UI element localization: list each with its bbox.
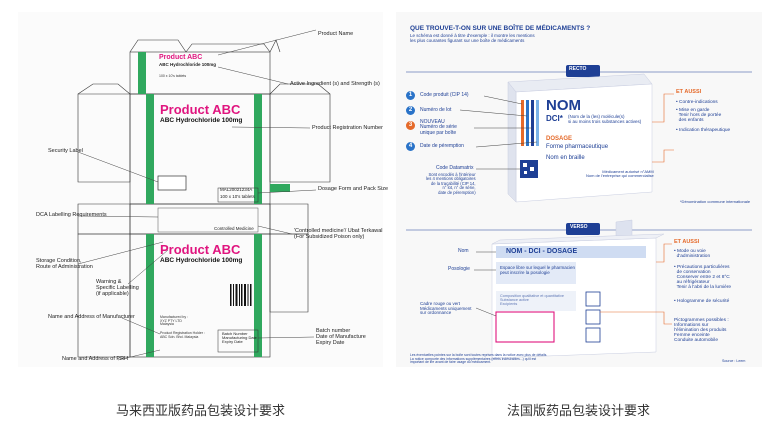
- infographic-drawing: [406, 65, 752, 359]
- box-dci-note: (Nom de la (les) molécule(s) si au moins…: [568, 114, 642, 124]
- top-ingredient: ABC Hydrochloride 100mg: [159, 62, 217, 67]
- recto-badge-bg: [566, 65, 600, 77]
- num-1: 1: [406, 91, 415, 100]
- malaysia-packaging-diagram: Product ABC ABC Hydrochloride 100mg 100 …: [18, 12, 388, 367]
- pack-size: 100 x 10's tablets: [220, 194, 255, 199]
- label-controlled: 'Controlled medicine'/ Ubat Terkawal (Fo…: [294, 228, 383, 240]
- recto-item-3: NOUVEAU Numéro de série unique par boîte: [420, 119, 457, 136]
- recto-item-2: Numéro de lot: [420, 107, 452, 113]
- car-pictogram-icon: [585, 327, 601, 343]
- verso-badge-bg: [566, 223, 600, 235]
- box-back-posologie: Espace libre sur lequel le pharmacien pe…: [500, 265, 576, 275]
- verso-aussi-title: ET AUSSI: [674, 239, 700, 245]
- box-braille: Nom en braille: [546, 155, 585, 161]
- label-manufacturer: Name and Address of Manufacturer: [48, 314, 135, 320]
- recto-aussi-3: • Indication thérapeutique: [676, 128, 731, 133]
- recto-item-1: Code produit (CIP 14): [420, 92, 469, 98]
- controlled-medicine: Controlled Medicine: [214, 226, 254, 231]
- verso-aussi-2: • Précautions particulières de conservat…: [674, 265, 732, 291]
- pictogrammes: Pictogrammes possibles : Informations su…: [674, 318, 729, 344]
- box-amm: Médicament autorisé n°AMM Nom de l'entre…: [586, 169, 654, 179]
- box-back-composition: Composition qualitative et quantitative …: [500, 294, 564, 306]
- main-product-name: Product ABC: [160, 102, 241, 117]
- recto-badge: RECTO: [569, 66, 587, 72]
- label-batch: Batch number Date of Manufacture Expiry …: [316, 328, 366, 346]
- label-dca: DCA Labelling Requirements: [36, 212, 107, 218]
- verso-label-posologie: Posologie: [448, 266, 470, 272]
- barcode-icon: [230, 284, 252, 306]
- main-ingredient: ABC Hydrochloride 100mg: [160, 117, 243, 124]
- recto-aussi-2: • Mise en garde Tenir hors de portée des…: [676, 108, 722, 124]
- verso-label-nom: Nom: [458, 248, 469, 254]
- back-product-name: Product ABC: [160, 242, 241, 257]
- red-frame: [495, 311, 555, 343]
- bin-pictogram-icon: [585, 291, 601, 307]
- recto-item-4: Date de péremption: [420, 143, 464, 149]
- box-forme: Forme pharmaceutique: [546, 144, 609, 150]
- pregnant-pictogram-icon: [585, 309, 601, 325]
- caption-malaysia: 马来西亚版药品包装设计要求: [115, 403, 285, 418]
- recto-aussi-1: • Contre-indications: [676, 100, 718, 105]
- bottom-note: Les éventuelles pointes sur la boîte son…: [410, 353, 548, 365]
- datamatrix-icon: [520, 160, 538, 178]
- box-back-title: NOM - DCI - DOSAGE: [506, 248, 578, 255]
- datamatrix-label: Code Datamatrix: [436, 165, 474, 171]
- top-pack: 100 x 10's tablets: [159, 74, 187, 78]
- num-3: 3: [406, 121, 415, 130]
- datamatrix-desc: Sont encodés à l'intérieur les 4 mention…: [426, 172, 476, 195]
- mal-number: MAL20021234A: [220, 187, 253, 192]
- batch-text: Batch Number Manufacturing Date Expiry D…: [222, 331, 257, 345]
- infographic-subtitle: Le schéma est donné à titre d'exemple : …: [410, 33, 535, 43]
- infographic-title: QUE TROUVE-T-ON SUR UNE BOÎTE DE MÉDICAM…: [410, 25, 591, 32]
- security-label-box: [157, 175, 187, 191]
- box-dosage: DOSAGE: [546, 136, 573, 142]
- top-product-name: Product ABC: [159, 54, 203, 61]
- prh-text: Product Registration Holder : ABC Sdn. B…: [160, 331, 205, 339]
- num-2: 2: [406, 106, 415, 115]
- box-nom: NOM: [546, 97, 581, 114]
- box-dci: DCI*: [546, 114, 563, 123]
- label-dosage-form: Dosage Form and Pack Size: [318, 186, 389, 192]
- label-warning: Warning & Specific Labelling (if applica…: [96, 279, 139, 297]
- dieline-drawing: [77, 29, 331, 361]
- label-registration-number: Product Registration Number: [312, 125, 383, 131]
- num-4: 4: [406, 142, 415, 151]
- label-security: Security Label: [48, 148, 83, 154]
- label-active-ingredient: Active Ingredient (s) and Strength (s): [290, 81, 380, 87]
- verso-aussi-3: • Hologramme de sécurité: [674, 299, 730, 304]
- label-prh: Name and Address of PRH: [62, 356, 129, 362]
- france-packaging-infographic: QUE TROUVE-T-ON SUR UNE BOÎTE DE MÉDICAM…: [396, 12, 762, 367]
- verso-badge: VERSO: [570, 224, 588, 230]
- green-strip: [138, 52, 146, 94]
- verso-aussi-1: • Mode ou voie d'administration: [674, 249, 711, 260]
- verso-label-cadre: Cadre rouge ou vert Médicaments uniqueme…: [420, 301, 472, 316]
- dci-footnote: *Dénomination commune internationale: [680, 199, 751, 204]
- back-ingredient: ABC Hydrochloride 100mg: [160, 257, 243, 264]
- caption-france: 法国版药品包装设计要求: [506, 403, 650, 418]
- source: Source : Leem: [722, 359, 746, 363]
- label-product-name: Product Name: [318, 31, 354, 37]
- manufacturer-text: Manufactured by : XYZ PTY LTD Malaysia: [160, 315, 189, 327]
- recto-aussi-title: ET AUSSI: [676, 89, 702, 95]
- label-storage: Storage Condition, Route of Administrati…: [36, 258, 93, 270]
